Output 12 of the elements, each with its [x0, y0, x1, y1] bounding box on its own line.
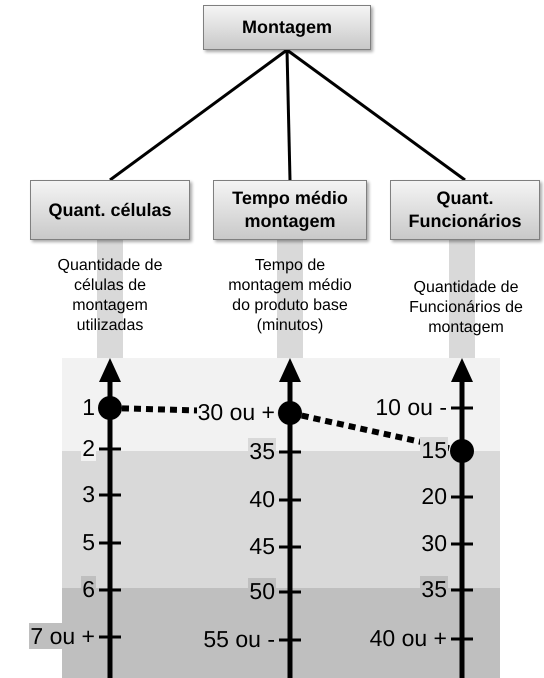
connector-line — [286, 48, 466, 182]
category-box: Tempo médio montagem — [213, 180, 367, 240]
dotted-profile-line — [301, 412, 451, 452]
category-box: Quant. células — [30, 180, 190, 240]
connector-line — [109, 48, 288, 182]
category-box: Quant. Funcionários — [390, 180, 540, 240]
description-text: Quantidade de Funcionários de montagem — [408, 278, 524, 338]
connector-line — [286, 50, 292, 180]
description-text: Tempo de montagem médio do produto base (minutos) — [227, 256, 353, 336]
tick-label: 7 ou + — [29, 623, 96, 649]
description-text: Quantidade de células de montagem utilizadas — [56, 256, 164, 336]
category-box: Montagem — [203, 5, 371, 50]
